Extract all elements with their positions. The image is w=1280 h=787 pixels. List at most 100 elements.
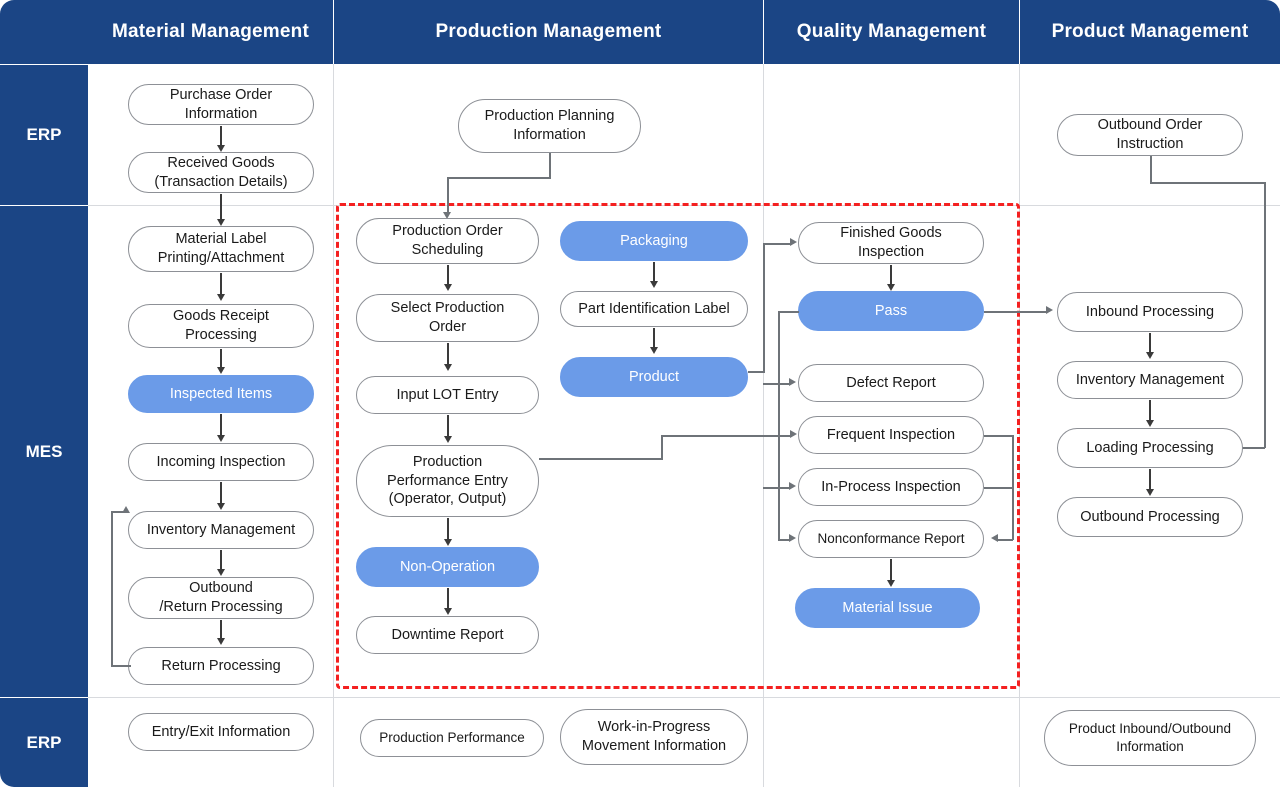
connector-planning-v1 bbox=[549, 153, 551, 178]
node-in-process-inspection[interactable]: In-Process Inspection bbox=[798, 468, 984, 506]
node-label: Inventory Management bbox=[146, 521, 296, 538]
arrow-inspected-to-incoming bbox=[214, 414, 228, 442]
node-product[interactable]: Product bbox=[560, 357, 748, 397]
connector-pass-to-nonconformance-h bbox=[778, 539, 791, 542]
arrow-select-order-to-lot-entry bbox=[441, 343, 455, 371]
node-label: Input LOT Entry bbox=[396, 386, 499, 403]
row-label-text: MES bbox=[25, 441, 63, 461]
node-frequent-inspection[interactable]: Frequent Inspection bbox=[798, 416, 984, 454]
grid-divider-row-mes-erp bbox=[88, 697, 1280, 698]
node-work-in-progress-movement[interactable]: Work-in-Progress Movement Information bbox=[560, 709, 748, 765]
node-label: Inbound Processing bbox=[1085, 303, 1215, 320]
connector-pass-left-h bbox=[778, 311, 799, 314]
arrowhead-right-rail-to-nonconformance bbox=[991, 534, 998, 542]
connector-pass-to-inbound-h bbox=[984, 311, 1048, 313]
connector-perf-to-frequent-h2 bbox=[661, 435, 792, 437]
node-label: Material Issue bbox=[842, 599, 933, 616]
connector-pass-left-v bbox=[778, 311, 781, 540]
node-non-operation[interactable]: Non-Operation bbox=[356, 547, 539, 587]
node-production-order-scheduling[interactable]: Production Order Scheduling bbox=[356, 218, 539, 264]
node-product-inbound-outbound-information[interactable]: Product Inbound/Outbound Information bbox=[1044, 710, 1256, 766]
node-production-performance-entry[interactable]: Production Performance Entry (Operator, … bbox=[356, 445, 539, 517]
column-header-label: Production Management bbox=[435, 21, 662, 42]
arrowhead-planning-to-scheduling bbox=[443, 212, 451, 219]
node-outbound-return-processing[interactable]: Outbound /Return Processing bbox=[128, 577, 314, 619]
connector-return-to-loopback-h1 bbox=[111, 665, 131, 667]
node-input-lot-entry[interactable]: Input LOT Entry bbox=[356, 376, 539, 414]
node-label: Product Inbound/Outbound Information bbox=[1068, 721, 1232, 754]
node-defect-report[interactable]: Defect Report bbox=[798, 364, 984, 402]
header-corner-cell bbox=[0, 0, 88, 64]
arrow-material-label-to-goods-receipt bbox=[214, 273, 228, 301]
node-production-planning-information[interactable]: Production Planning Information bbox=[458, 99, 641, 153]
node-label: Inspected Items bbox=[169, 385, 273, 402]
arrow-received-to-material-label bbox=[214, 194, 228, 226]
grid-divider-col3 bbox=[1019, 64, 1020, 787]
node-label: Work-in-Progress Movement Information bbox=[581, 719, 727, 754]
node-pass[interactable]: Pass bbox=[798, 291, 984, 331]
node-finished-goods-inspection[interactable]: Finished Goods Inspection bbox=[798, 222, 984, 264]
node-label: Nonconformance Report bbox=[817, 531, 965, 547]
connector-rail-to-inprocess-h bbox=[763, 487, 791, 490]
arrow-outbound-return-to-return bbox=[214, 620, 228, 645]
connector-ooi-h1 bbox=[1150, 182, 1265, 184]
node-material-label-printing[interactable]: Material Label Printing/Attachment bbox=[128, 226, 314, 272]
node-inventory-management-product[interactable]: Inventory Management bbox=[1057, 361, 1243, 399]
node-production-performance[interactable]: Production Performance bbox=[360, 719, 544, 757]
connector-inprocess-right-h bbox=[984, 487, 1014, 490]
arrow-non-operation-to-downtime bbox=[441, 588, 455, 615]
arrow-goods-receipt-to-inspected bbox=[214, 349, 228, 374]
column-header-material-management: Material Management bbox=[88, 0, 333, 64]
node-inventory-management-material[interactable]: Inventory Management bbox=[128, 511, 314, 549]
node-label: Pass bbox=[874, 302, 908, 319]
connector-return-to-loopback-v bbox=[111, 512, 113, 666]
node-goods-receipt-processing[interactable]: Goods Receipt Processing bbox=[128, 304, 314, 348]
node-return-processing[interactable]: Return Processing bbox=[128, 647, 314, 685]
node-part-identification-label[interactable]: Part Identification Label bbox=[560, 291, 748, 327]
node-purchase-order-information[interactable]: Purchase Order Information bbox=[128, 84, 314, 125]
node-inspected-items[interactable]: Inspected Items bbox=[128, 375, 314, 413]
row-label-erp-top: ERP bbox=[0, 65, 88, 205]
arrow-packaging-to-part-label bbox=[647, 262, 661, 288]
row-label-text: ERP bbox=[26, 125, 62, 144]
node-material-issue[interactable]: Material Issue bbox=[795, 588, 980, 628]
node-label: Part Identification Label bbox=[578, 300, 730, 317]
node-label: Production Order Scheduling bbox=[392, 223, 503, 258]
node-nonconformance-report[interactable]: Nonconformance Report bbox=[798, 520, 984, 558]
connector-ooi-v1 bbox=[1150, 156, 1152, 183]
connector-frequent-right-h bbox=[984, 435, 1014, 438]
node-label: Outbound Order Instruction bbox=[1097, 117, 1203, 152]
arrowhead-pass-to-inbound-processing bbox=[1046, 306, 1053, 314]
node-label: Return Processing bbox=[161, 657, 281, 674]
connector-planning-h bbox=[447, 177, 551, 179]
node-label: Production Performance bbox=[379, 730, 525, 746]
node-packaging[interactable]: Packaging bbox=[560, 221, 748, 261]
arrowhead-product-to-finished-goods-inspection bbox=[790, 238, 797, 246]
row-label-text: ERP bbox=[26, 732, 62, 752]
node-label: Defect Report bbox=[846, 374, 936, 391]
node-label: Entry/Exit Information bbox=[151, 723, 291, 740]
node-incoming-inspection[interactable]: Incoming Inspection bbox=[128, 443, 314, 481]
node-entry-exit-information[interactable]: Entry/Exit Information bbox=[128, 713, 314, 751]
node-label: Received Goods (Transaction Details) bbox=[154, 154, 288, 190]
node-inbound-processing[interactable]: Inbound Processing bbox=[1057, 292, 1243, 332]
grid-divider-col2 bbox=[763, 64, 764, 787]
node-received-goods[interactable]: Received Goods (Transaction Details) bbox=[128, 152, 314, 193]
node-select-production-order[interactable]: Select Production Order bbox=[356, 294, 539, 342]
node-loading-processing[interactable]: Loading Processing bbox=[1057, 428, 1243, 468]
grid-divider-col1 bbox=[333, 64, 334, 787]
connector-perf-to-frequent-h1 bbox=[539, 458, 663, 460]
node-label: Material Label Printing/Attachment bbox=[157, 231, 285, 266]
node-outbound-order-instruction[interactable]: Outbound Order Instruction bbox=[1057, 114, 1243, 156]
connector-product-to-fgi-v bbox=[763, 243, 766, 373]
arrow-inventory-to-loading bbox=[1143, 400, 1157, 427]
arrowhead-perf-to-frequent-inspection bbox=[790, 430, 797, 438]
grid-divider-row-erp-mes bbox=[88, 205, 1280, 206]
node-label: Outbound Processing bbox=[1080, 508, 1220, 525]
node-outbound-processing[interactable]: Outbound Processing bbox=[1057, 497, 1243, 537]
node-downtime-report[interactable]: Downtime Report bbox=[356, 616, 539, 654]
node-label: In-Process Inspection bbox=[821, 478, 961, 495]
arrow-incoming-to-inventory bbox=[214, 482, 228, 510]
arrowhead-pass-to-nonconformance bbox=[789, 534, 796, 542]
